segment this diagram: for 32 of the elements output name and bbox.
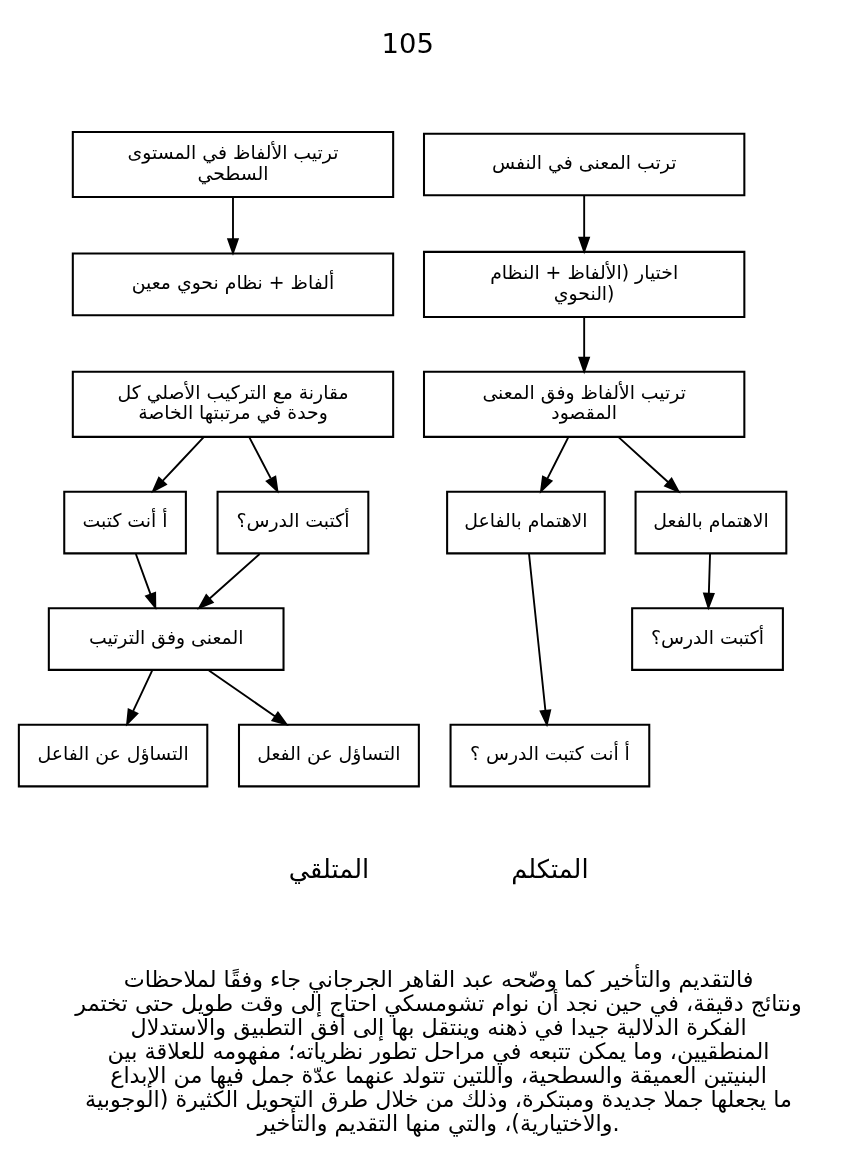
arrow (528, 552, 552, 728)
arrow (578, 194, 591, 255)
arrow (578, 316, 591, 375)
node-box: اختيار (الألفاظ + النظام النحوي) (422, 250, 746, 318)
node-box: المعنى وفق الترتيب (47, 607, 285, 671)
node-box: أ أنت كتبت الدرس ؟ (449, 723, 651, 788)
arrow (197, 553, 261, 610)
node-box: ترتب المعنى في النفس (422, 132, 746, 197)
label: 105 (381, 27, 434, 59)
arrow (208, 669, 289, 726)
node-box: الاهتمام بالفاعل (446, 490, 606, 555)
label: المتلقي (288, 854, 370, 885)
node-box: أ أنت كتبت (63, 490, 187, 555)
label: المتكلم (511, 854, 589, 885)
arrow (702, 553, 715, 611)
arrow (539, 436, 570, 494)
node-box: مقارنة مع التركيب الأصلي كل وحدة في مرتبتها الخاصة (71, 370, 395, 438)
arrow (248, 436, 279, 494)
node-box: ترتيب الألفاظ وفق المعنى المقصود (422, 370, 746, 438)
node-box: أكتبت الدرس؟ (631, 607, 784, 671)
arrow (226, 196, 240, 256)
label: فالتقديم والتأخير كما وضّحه عبد القاهر الجرجاني جاء وفقًا لملاحظات ونتائج دقيقة، في حين نجد أن نوام تشومسكي احتاج إلى وقت طويل حتى تختمر الفكرة الدلالية جيدا في ذهنه وينتقل بها إلى أفق التطبيق والاستدلال المنطقيين، وما يمكن تتبعه في مراحل تطور نظرياته؛ مفهومه للعلاقة بين البنيتين العميقة والسطحية، واللتين تتولد عنهما عدّة جمل فيها من الإبداع ما يجعلها جملا جديدة ومبتكرة، وذلك من خلال طرق التحويل الكثيرة (الوجوبية والاختيارية)، والتي منها التقديم والتأخير. (75, 966, 802, 1137)
arrow (125, 669, 154, 727)
node-box: الاهتمام بالفعل (634, 490, 788, 555)
node-box: التساؤل عن الفاعل (17, 723, 209, 788)
arrow (134, 553, 157, 611)
node-box: أكتبت الدرس؟ (216, 490, 370, 555)
node-box: ألفاظ + نظام نحوي معين (71, 252, 395, 317)
arrow (617, 436, 681, 494)
node-box: التساؤل عن الفعل (237, 723, 420, 788)
node-box: ترتيب الألفاظ في المستوى السطحي (71, 130, 395, 199)
arrow (151, 436, 205, 494)
